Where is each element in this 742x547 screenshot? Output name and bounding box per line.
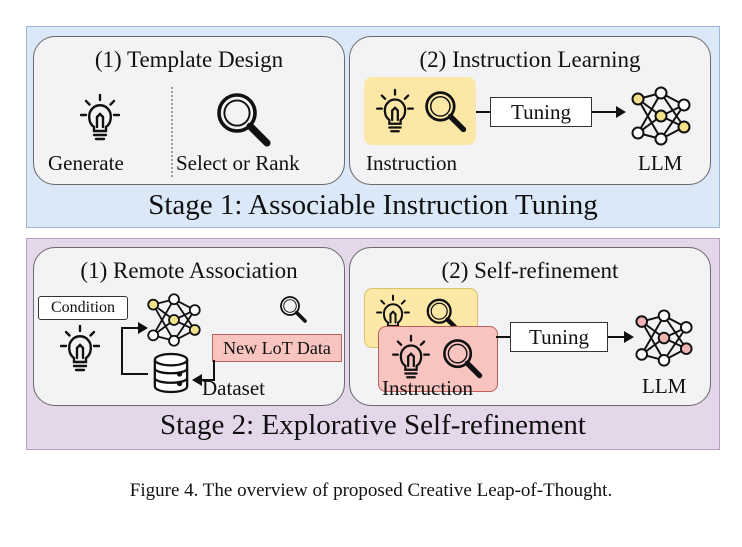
llm-label: LLM	[642, 374, 687, 398]
connector-line	[496, 336, 510, 338]
instruction-label: Instruction	[366, 151, 457, 175]
connector-line	[476, 111, 490, 113]
instruction-card	[364, 77, 476, 145]
instruction-learning-panel: (2) Instruction Learning Tuning Ins	[349, 36, 711, 185]
stage2-container: (1) Remote Association Condition New LoT…	[26, 238, 720, 450]
stage1-title: Stage 1: Associable Instruction Tuning	[148, 189, 598, 221]
lightbulb-icon	[80, 93, 120, 143]
self-refinement-title: (2) Self-refinement	[441, 258, 619, 283]
tuning-box: Tuning	[490, 97, 592, 127]
condition-box: Condition	[38, 296, 128, 320]
neural-network-icon	[635, 309, 693, 367]
tuning-box: Tuning	[510, 322, 608, 352]
llm-label: LLM	[638, 151, 683, 175]
template-design-title: (1) Template Design	[94, 47, 284, 72]
magnifier-icon	[213, 89, 273, 149]
select-rank-label: Select or Rank	[176, 151, 300, 175]
dataset-label: Dataset	[202, 376, 265, 400]
neural-network-icon	[147, 293, 201, 347]
stage1-container: (1) Template Design Generate Select or R…	[26, 26, 720, 228]
remote-association-title: (1) Remote Association	[80, 258, 298, 283]
arrow-icon	[592, 106, 626, 118]
magnifier-icon	[440, 336, 484, 380]
lightbulb-icon	[376, 88, 414, 135]
neural-network-icon	[631, 86, 691, 146]
remote-association-panel: (1) Remote Association Condition New LoT…	[33, 247, 345, 406]
divider-dotted	[171, 87, 173, 179]
association-loop-arrows	[121, 322, 215, 386]
instruction-card-front	[378, 326, 498, 392]
magnifier-icon	[422, 88, 468, 134]
template-design-panel: (1) Template Design Generate Select or R…	[33, 36, 345, 185]
arrow-icon	[608, 331, 634, 343]
lightbulb-icon	[392, 334, 430, 381]
new-lot-data-box: New LoT Data	[212, 334, 342, 362]
stage2-title: Stage 2: Explorative Self-refinement	[160, 409, 586, 441]
self-refinement-panel: (2) Self-refinement Tuning	[349, 247, 711, 406]
instruction-learning-title: (2) Instruction Learning	[419, 47, 641, 72]
instruction-label: Instruction	[382, 376, 473, 400]
figure-caption: Figure 4. The overview of proposed Creat…	[129, 480, 613, 501]
generate-label: Generate	[48, 151, 124, 175]
